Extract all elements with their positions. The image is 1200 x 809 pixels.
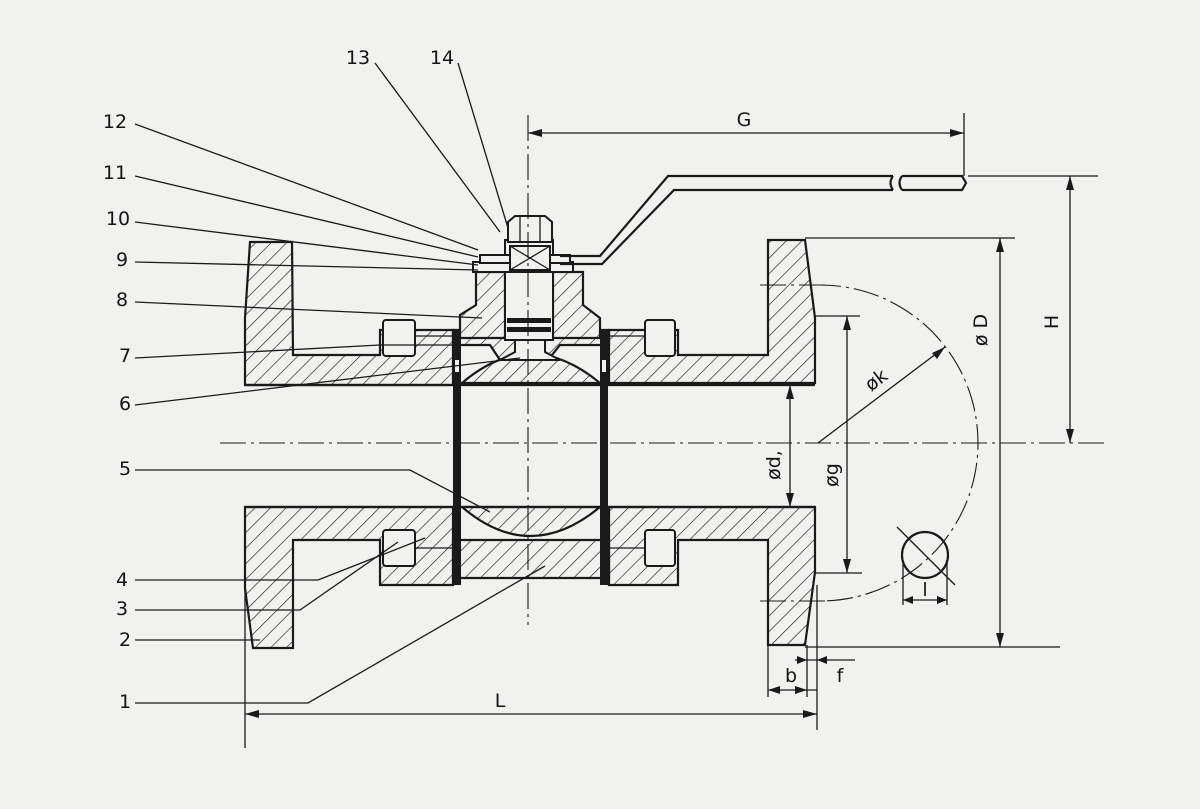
dim-L: L	[495, 690, 506, 712]
dimension-lines	[244, 113, 1098, 748]
callout-10: 10	[106, 208, 130, 230]
bolt-circle-arc	[815, 284, 979, 602]
callout-9: 9	[116, 249, 128, 271]
left-flange-lower	[243, 505, 455, 650]
bolt-upper-left	[382, 319, 416, 357]
bolt-circle-view	[760, 284, 979, 602]
dim-g: øg	[821, 463, 843, 487]
callout-8: 8	[116, 289, 128, 311]
right-flange-upper	[607, 238, 817, 385]
callout-labels: 13 14 12 11 10 9 8 7 6 5 4 3 2 1	[103, 47, 454, 713]
ball-lower-section	[459, 505, 604, 537]
bolt-hole	[900, 530, 950, 580]
dim-f: f	[837, 665, 845, 687]
dim-G: G	[737, 109, 752, 131]
dim-H: H	[1041, 315, 1063, 329]
callout-12: 12	[103, 111, 127, 133]
center-body-lower	[451, 538, 611, 580]
callout-13: 13	[346, 47, 370, 69]
callout-1: 1	[119, 691, 131, 713]
callout-7: 7	[119, 345, 131, 367]
right-seat-ring	[600, 330, 608, 585]
left-seat-ring	[453, 330, 461, 585]
stem-nut	[507, 215, 553, 243]
lever-handle	[560, 174, 968, 266]
stem-tang	[499, 339, 561, 361]
bolt-upper-right	[644, 319, 676, 357]
callout-6: 6	[119, 393, 131, 415]
right-flange-lower	[607, 505, 817, 647]
stem-packing-2	[507, 327, 551, 332]
dim-d: ød,	[763, 450, 785, 480]
dim-b: b	[785, 665, 797, 687]
bolt-lower-right	[644, 529, 676, 567]
leader-lines	[134, 62, 546, 704]
left-flange-upper	[243, 240, 455, 387]
callout-11: 11	[103, 162, 127, 184]
callout-14: 14	[430, 47, 454, 69]
callout-4: 4	[116, 569, 128, 591]
stem-boss	[458, 270, 507, 340]
dim-D: ø D	[970, 314, 992, 346]
stem-packing-1	[507, 318, 551, 323]
callout-5: 5	[119, 458, 131, 480]
callout-3: 3	[116, 598, 128, 620]
callout-2: 2	[119, 629, 131, 651]
dim-l: l	[922, 579, 927, 601]
stem-boss-right	[551, 270, 602, 340]
k-radius-line	[817, 346, 946, 444]
stem-assembly	[472, 215, 574, 361]
